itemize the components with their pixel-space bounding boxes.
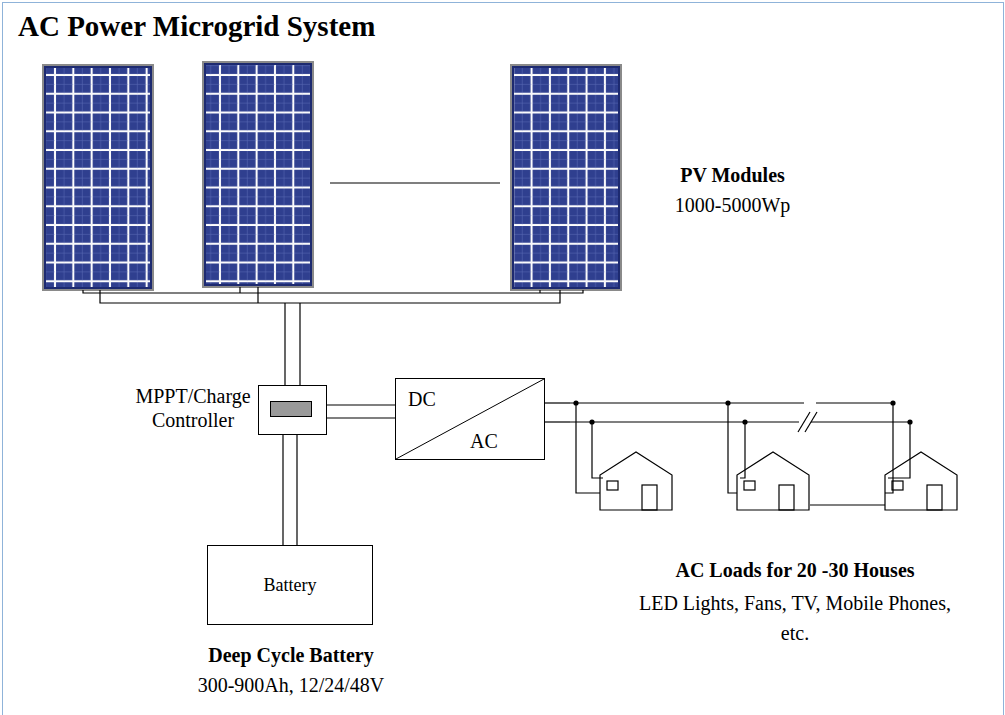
double-wire: [283, 435, 297, 545]
pv-panel: [43, 65, 153, 290]
diagram-title: AC Power Microgrid System: [18, 10, 375, 43]
double-wire: [545, 403, 570, 422]
double-wire: [327, 405, 395, 418]
component-title: AC Loads for 20 -30 Houses: [590, 558, 1000, 582]
component-label: MPPT/Charge Controller: [131, 384, 255, 432]
component-rating: 1000-5000Wp: [625, 193, 840, 217]
pv-bus-wire: [83, 287, 583, 303]
component-title: Deep Cycle Battery: [138, 643, 444, 667]
house-icon: [576, 403, 957, 510]
port-label: DC: [408, 387, 436, 411]
display-window: [270, 401, 312, 417]
charge-controller-box: MPPT/Charge Controller: [258, 385, 327, 435]
pv-array: PV Modules 1000-5000Wp: [40, 58, 840, 303]
load-group: AC Loads for 20 -30 HousesLED Lights, Fa…: [570, 395, 1002, 695]
house-link-wire: [810, 504, 885, 505]
double-wire: [285, 303, 300, 385]
inverter-box: DC AC: [395, 378, 545, 460]
component-description: LED Lights, Fans, TV, Mobile Phones, etc…: [630, 588, 960, 648]
component-title: PV Modules: [625, 163, 840, 187]
continuation-line: [330, 182, 500, 183]
component-label: Battery: [208, 573, 372, 597]
pv-panel: [511, 65, 621, 290]
component-rating: 300-900Ah, 12/24/48V: [138, 673, 444, 697]
battery-box: BatteryDeep Cycle Battery300-900Ah, 12/2…: [207, 545, 373, 625]
pv-panel: [203, 62, 313, 287]
ac-bus-wire: [570, 403, 910, 432]
port-label: AC: [470, 429, 498, 453]
junction-dot: [573, 400, 912, 424]
